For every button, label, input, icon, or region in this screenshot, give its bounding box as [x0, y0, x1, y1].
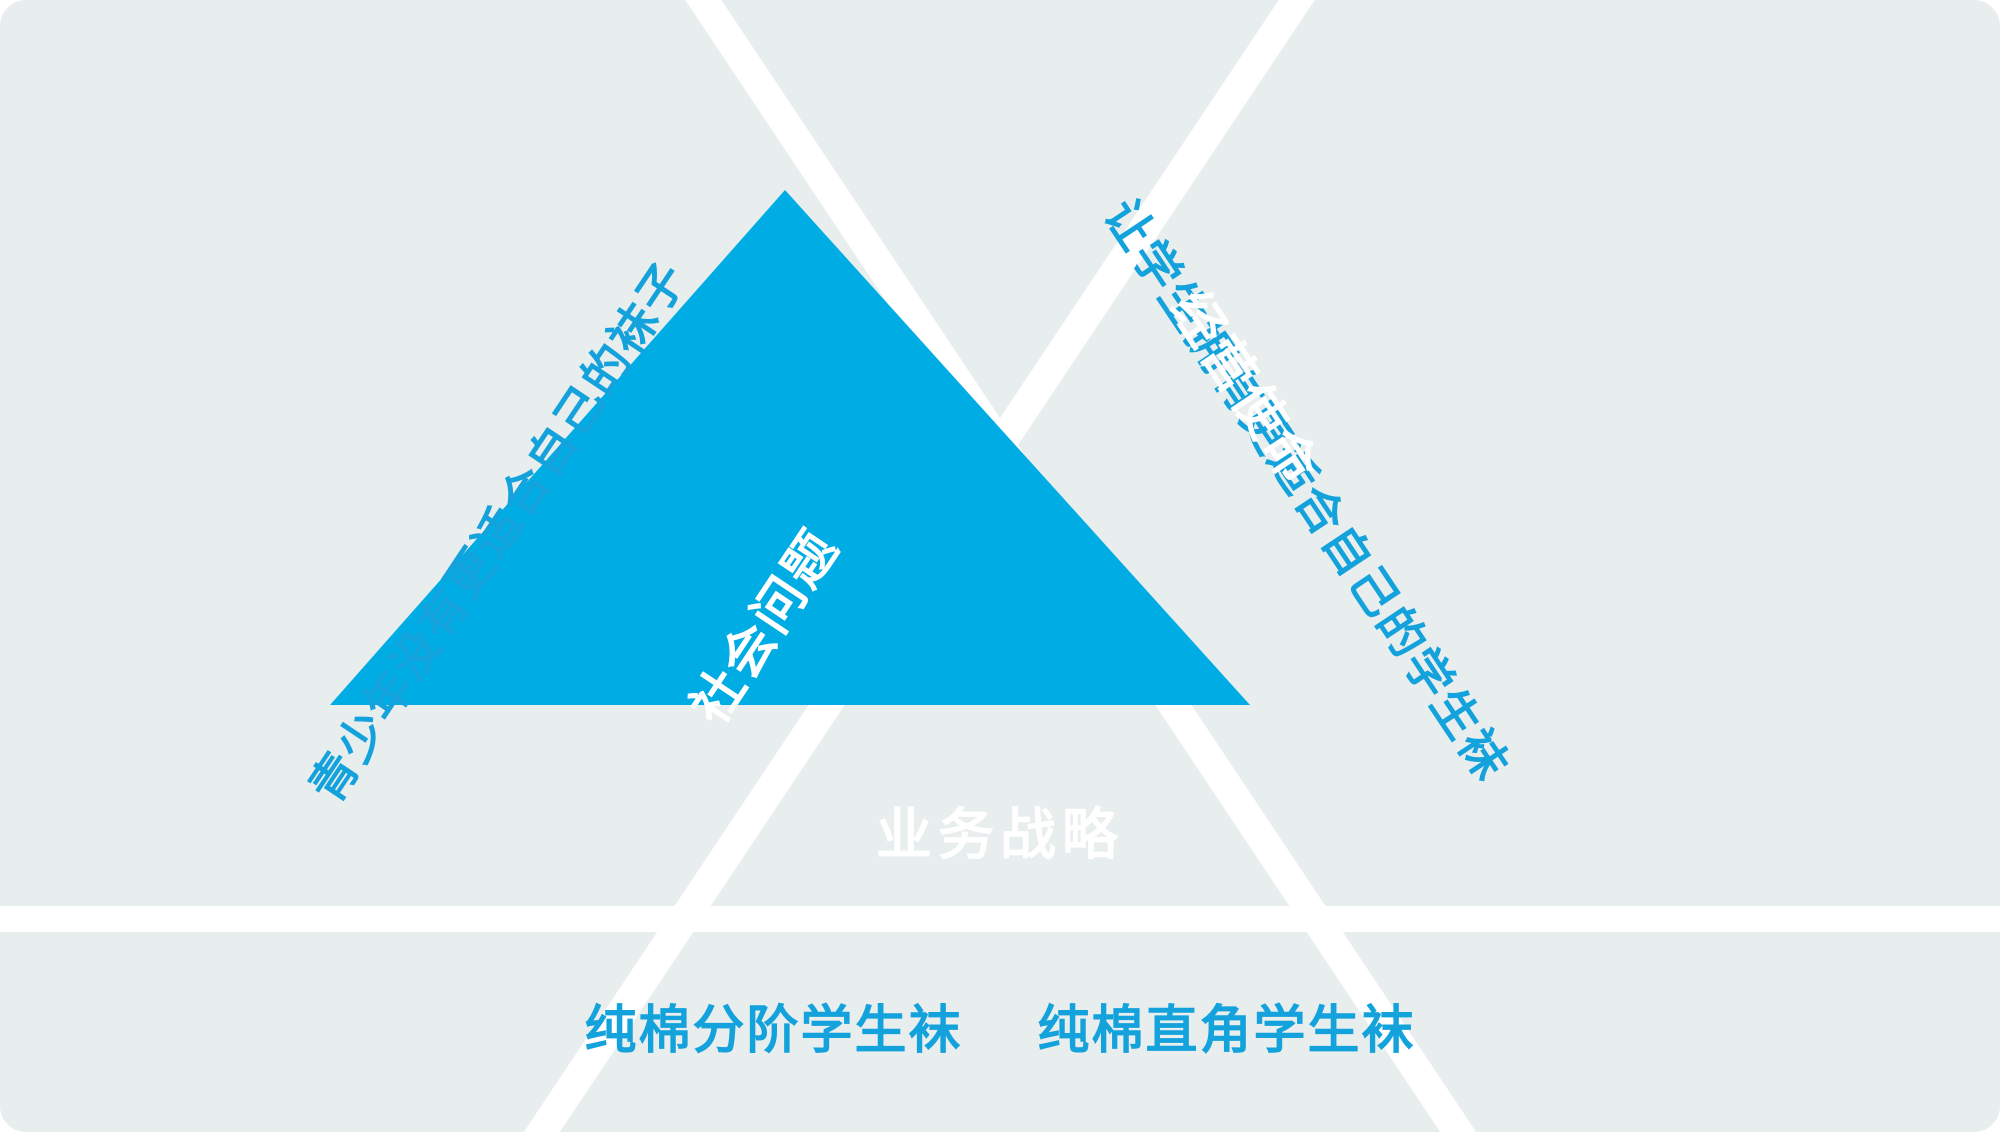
caption-item-1: 纯棉分阶学生袜	[584, 1002, 963, 1060]
bottom-caption: 纯棉分阶学生袜 纯棉直角学生袜	[0, 988, 2000, 1063]
triangle-label-business-strategy: 业务战略	[876, 803, 1124, 866]
caption-item-2: 纯棉直角学生袜	[1037, 1002, 1416, 1060]
white-band-horizontal	[0, 906, 2000, 932]
